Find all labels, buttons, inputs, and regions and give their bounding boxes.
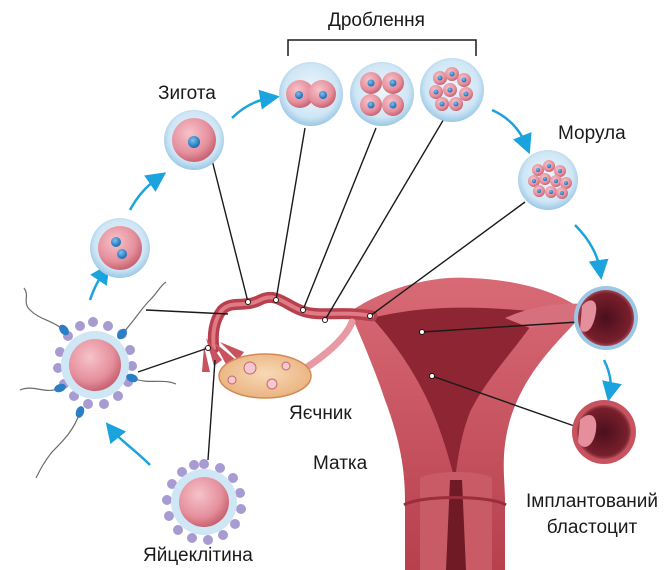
arrow-16cell-to-morula (492, 110, 526, 145)
ovary (219, 322, 352, 398)
label-cleavage: Дроблення (328, 11, 425, 30)
two-cell-stage (279, 62, 343, 126)
blastocyst-cell (574, 286, 638, 350)
zygote-cell (164, 110, 224, 170)
two-pronuclei-cell (90, 218, 150, 278)
label-ovary: Яєчник (289, 404, 352, 423)
arrow-egg-to-fertilized (112, 430, 150, 465)
label-egg: Яйцеклітина (143, 546, 253, 565)
label-implanted-blastocyst-line1: Імплантований (514, 492, 670, 511)
implanted-blastocyst-cell (572, 400, 636, 464)
arrow-2pn-to-zygote (130, 178, 158, 210)
arrow-morula-to-blastocyst (575, 225, 600, 270)
four-cell-stage (350, 62, 414, 126)
arrow-fertilized-to-2pn (90, 272, 104, 300)
arrow-blastocyst-to-implanted (604, 360, 611, 392)
morula-cell (518, 150, 578, 210)
egg-cell (162, 459, 246, 545)
label-zygote: Зигота (158, 84, 216, 103)
arrow-zygote-to-2cell (232, 98, 270, 118)
cleavage-bracket (288, 40, 476, 56)
label-morula: Морула (558, 124, 626, 143)
label-implanted-blastocyst-line2: бластоцит (514, 518, 670, 537)
label-uterus: Матка (313, 454, 367, 473)
multicell-stage (420, 58, 484, 122)
